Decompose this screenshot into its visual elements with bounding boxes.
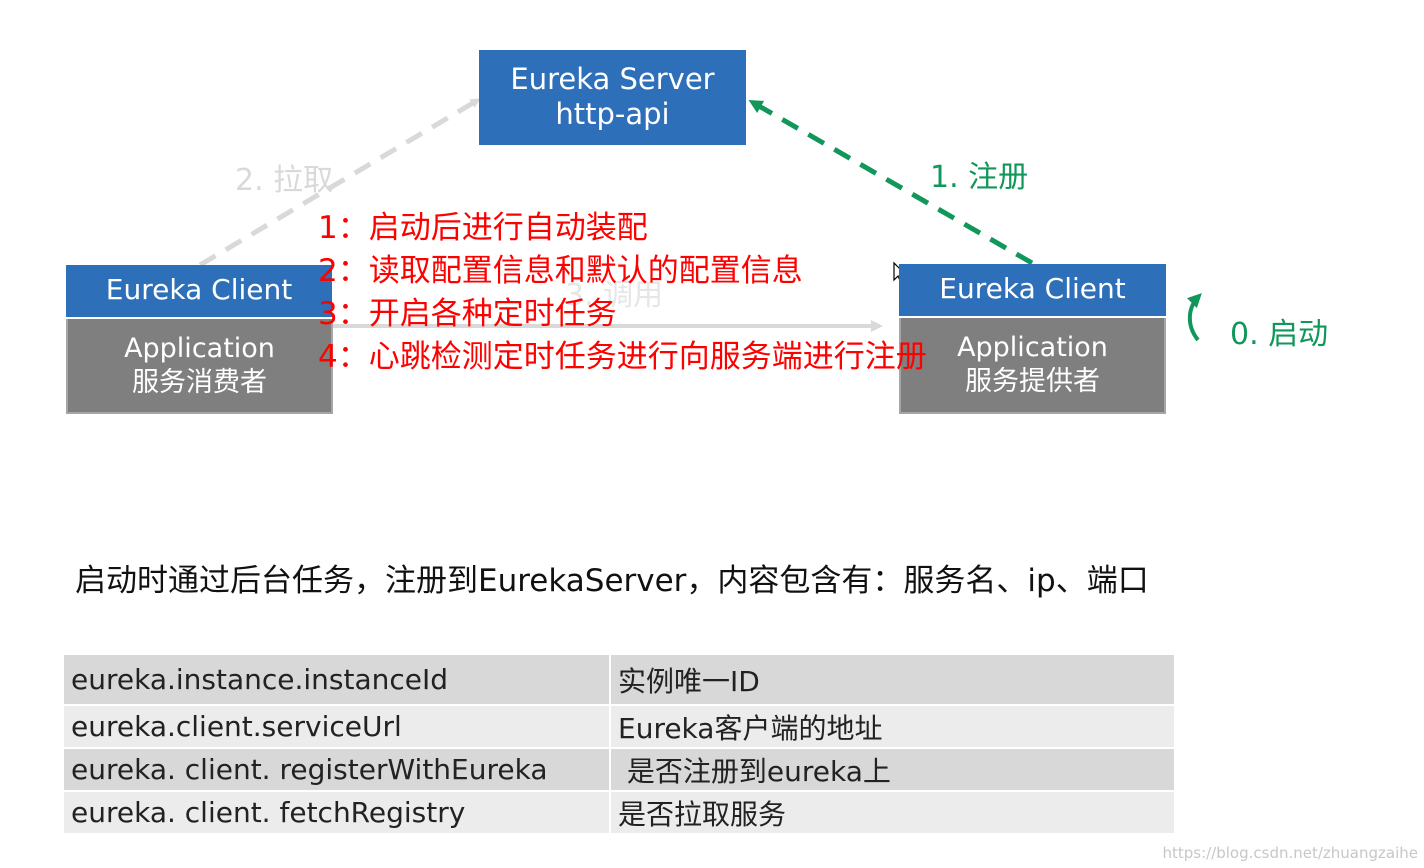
watermark: https://blog.csdn.net/zhuangzaihe [1162, 844, 1418, 862]
config-key: eureka.client.serviceUrl [62, 704, 611, 749]
startup-label: 0. 启动 [1230, 317, 1329, 352]
note-line-3: 3：开启各种定时任务 [318, 296, 617, 332]
config-table: eureka.instance.instanceId 实例唯一ID eureka… [62, 653, 1176, 835]
config-value: 是否拉取服务 [609, 790, 1176, 835]
registration-description: 启动时通过后台任务，注册到EurekaServer，内容包含有：服务名、ip、端… [75, 563, 1149, 599]
consumer-client-header: Eureka Client [66, 265, 332, 317]
table-row: eureka.instance.instanceId 实例唯一ID [62, 653, 1176, 706]
config-key: eureka. client. registerWithEureka [62, 747, 611, 792]
provider-client-header: Eureka Client [899, 264, 1166, 316]
consumer-role-label: 服务消费者 [132, 367, 267, 398]
consumer-application-box: Application 服务消费者 [66, 319, 333, 414]
table-row: eureka.client.serviceUrl Eureka客户端的地址 [62, 704, 1176, 749]
note-line-1: 1：启动后进行自动装配 [318, 210, 648, 246]
startup-arrow [1186, 293, 1202, 342]
server-subtitle: http-api [555, 97, 670, 131]
call-label: 3. 调用 [565, 278, 664, 313]
provider-client-label: Eureka Client [939, 272, 1126, 305]
provider-app-label: Application [957, 332, 1108, 363]
provider-application-box: Application 服务提供者 [899, 318, 1166, 414]
table-row: eureka. client. registerWithEureka 是否注册到… [62, 747, 1176, 792]
pull-label: 2. 拉取 [235, 163, 334, 198]
config-key: eureka. client. fetchRegistry [62, 790, 611, 835]
config-value: 实例唯一ID [609, 653, 1176, 706]
config-key: eureka.instance.instanceId [62, 653, 611, 706]
server-title: Eureka Server [510, 62, 715, 96]
note-line-4: 4：心跳检测定时任务进行向服务端进行注册 [318, 339, 927, 375]
register-label: 1. 注册 [930, 160, 1029, 195]
consumer-client-label: Eureka Client [105, 273, 293, 306]
config-value: Eureka客户端的地址 [609, 704, 1176, 749]
config-value: 是否注册到eureka上 [609, 747, 1176, 792]
provider-role-label: 服务提供者 [965, 366, 1100, 397]
pull-arrow [198, 97, 481, 268]
note-line-2: 2：读取配置信息和默认的配置信息 [318, 253, 803, 289]
register-arrow [748, 99, 1034, 266]
consumer-app-label: Application [124, 333, 275, 364]
table-row: eureka. client. fetchRegistry 是否拉取服务 [62, 790, 1176, 835]
eureka-server-box: Eureka Server http-api [479, 50, 746, 145]
